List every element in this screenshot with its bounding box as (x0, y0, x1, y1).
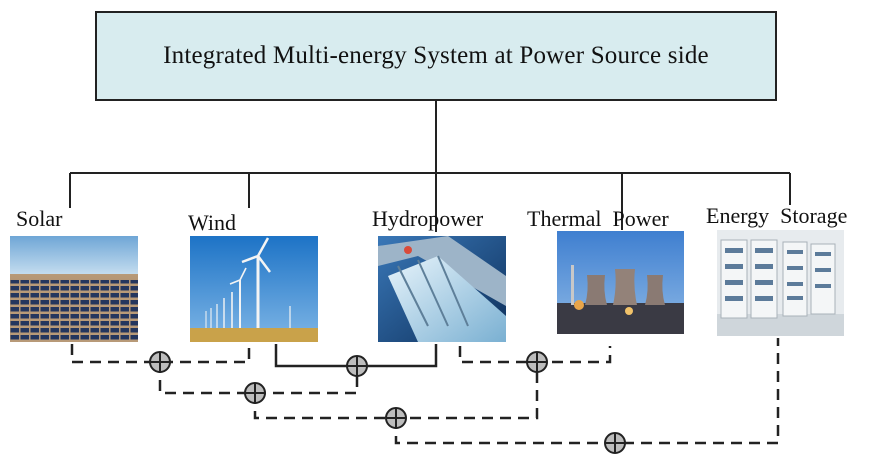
storage-coupling (394, 338, 780, 445)
label-thermal-power: Thermal Power (527, 206, 669, 231)
label-solar: Solar (16, 206, 63, 231)
junction-symbols (149, 351, 626, 454)
system-title-box: Integrated Multi-energy System at Power … (95, 11, 777, 101)
wind-photo (190, 236, 318, 342)
solar-photo (10, 236, 138, 342)
thermal-power-photo (557, 231, 684, 334)
junction-6 (604, 432, 626, 454)
coupling-paths (70, 338, 780, 445)
energy-storage-photo (717, 230, 844, 336)
label-hydropower: Hydropower (372, 206, 484, 231)
system-title: Integrated Multi-energy System at Power … (163, 42, 709, 69)
label-wind: Wind (188, 210, 236, 235)
junction-5 (385, 407, 407, 429)
junction-2 (346, 355, 368, 377)
junction-1 (149, 351, 171, 373)
solar-wind-coupling (70, 344, 251, 364)
junction-3 (526, 351, 548, 373)
hierarchy-tree (69, 101, 791, 232)
label-energy-storage: Energy Storage (706, 203, 848, 228)
junction-4 (244, 382, 266, 404)
hydropower-photo (378, 236, 506, 342)
